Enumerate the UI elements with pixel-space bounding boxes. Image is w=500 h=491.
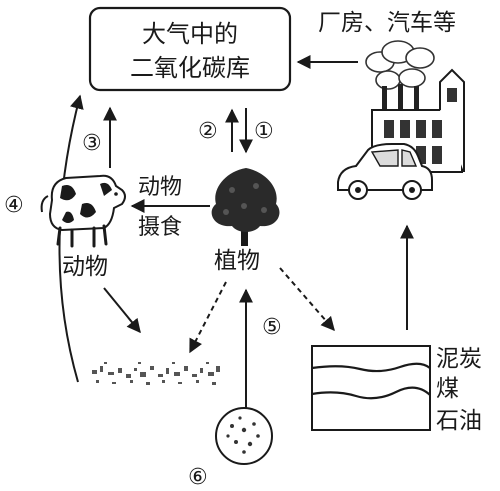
- fossil-layers-icon: [311, 345, 431, 431]
- fossil-label-peat: 泥炭: [436, 346, 482, 372]
- factory-label: 厂房、汽车等: [318, 10, 456, 36]
- animal-label: 动物: [62, 254, 108, 280]
- arrow-animal-to-decomposers: [103, 287, 141, 334]
- process-number-1: ①: [254, 119, 274, 144]
- co2-reservoir-box: 大气中的 二氧化碳库: [88, 6, 292, 92]
- tree-icon: [211, 168, 280, 246]
- arrow-decomposer-respiration: [58, 94, 84, 383]
- decomposer-remains-icon: [92, 362, 220, 385]
- fossil-label-coal: 煤: [436, 376, 459, 402]
- process-number-5: ⑤: [262, 315, 282, 340]
- co2-box-line2: 二氧化碳库: [130, 54, 250, 82]
- factory-icon: [365, 40, 465, 173]
- process-number-6: ⑥: [188, 465, 208, 490]
- microorganism-dish-icon: [215, 407, 273, 465]
- process-number-3: ③: [82, 131, 102, 156]
- process-number-2: ②: [198, 119, 218, 144]
- eating-label-line2: 摄食: [138, 215, 182, 240]
- fossil-label-oil: 石油: [436, 408, 482, 434]
- arrow-plant-to-decomposers: [189, 281, 227, 354]
- eating-label-line1: 动物: [138, 175, 182, 200]
- car-icon: [337, 143, 433, 200]
- arrow-plant-to-fossil: [279, 267, 335, 332]
- process-number-4: ④: [4, 193, 24, 218]
- plant-label: 植物: [214, 248, 260, 274]
- cow-icon: [40, 174, 126, 248]
- co2-box-line1: 大气中的: [142, 20, 238, 48]
